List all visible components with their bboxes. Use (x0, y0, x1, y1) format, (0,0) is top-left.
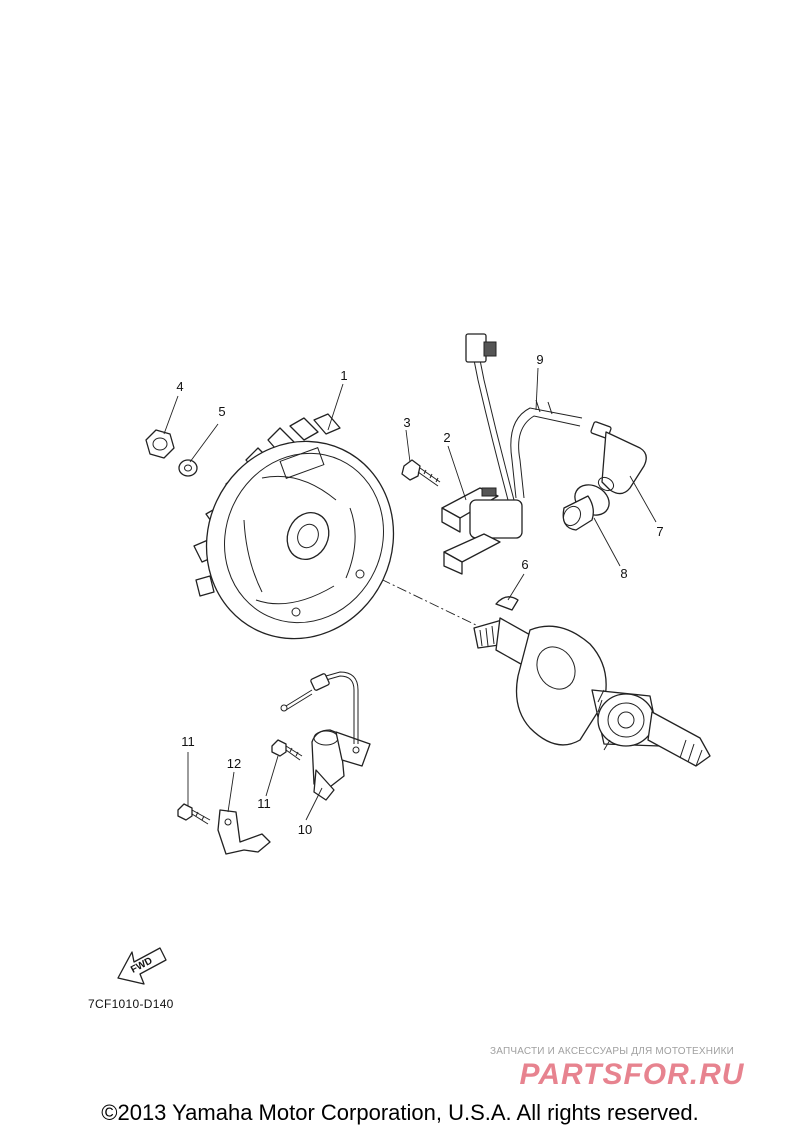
callout-11-bracket-screw: 11 (181, 734, 195, 749)
callout-4: 4 (176, 379, 183, 394)
bracket (217, 809, 271, 855)
pulser-screw (271, 739, 303, 761)
callout-8: 8 (620, 566, 627, 581)
copyright-notice: ©2013 Yamaha Motor Corporation, U.S.A. A… (101, 1100, 699, 1125)
callout-1: 1 (340, 368, 347, 383)
ignition-coil (441, 333, 583, 575)
grommet (562, 484, 610, 531)
flywheel (193, 413, 395, 640)
crankshaft (473, 617, 711, 767)
callout-10: 10 (298, 822, 312, 837)
callout-5: 5 (218, 404, 225, 419)
watermark-tagline: ЗАПЧАСТИ И АКСЕССУАРЫ ДЛЯ МОТОТЕХНИКИ (490, 1046, 735, 1057)
washer (178, 459, 198, 477)
callout-7: 7 (656, 524, 663, 539)
spark-plug-cap (590, 421, 647, 495)
woodruff-key (495, 596, 519, 611)
callout-2: 2 (443, 430, 450, 445)
ignition-coil-bolt (401, 459, 441, 487)
callout-6: 6 (521, 557, 528, 572)
watermark-logo: PARTSFOR.RU (520, 1058, 745, 1091)
pulser-coil (280, 671, 371, 801)
forward-arrow: FWD (117, 947, 167, 985)
callout-12: 12 (227, 756, 241, 771)
watermark-logo-text: PARTSFOR.RU (520, 1058, 745, 1091)
bracket-screw (177, 803, 211, 825)
drawing-code: 7CF1010-D140 (88, 997, 174, 1011)
flywheel-nut (145, 429, 175, 459)
leader-lines (163, 367, 657, 821)
callout-11-pulser-screw: 11 (257, 796, 271, 811)
callout-9: 9 (536, 352, 543, 367)
callout-3: 3 (403, 415, 410, 430)
